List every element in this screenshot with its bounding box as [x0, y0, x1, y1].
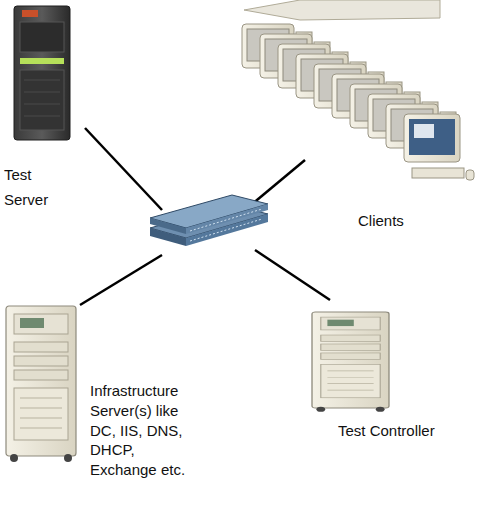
network-cable — [80, 128, 330, 305]
server-label: Infrastructure Server(s) like DC, IIS, D… — [90, 381, 204, 480]
device-name: Clients — [358, 210, 458, 232]
server-label: Test Server — [4, 162, 60, 212]
network-switch — [150, 195, 268, 246]
client-group — [242, 0, 474, 180]
test-server-icon — [14, 6, 70, 140]
client-label: Clients — [358, 210, 458, 232]
device-name: Test Controller — [338, 420, 473, 442]
device-name: Infrastructure Server(s) like DC, IIS, D… — [90, 381, 204, 480]
controller-label: Test Controller — [338, 420, 473, 442]
device-name: Test Server — [4, 162, 60, 212]
